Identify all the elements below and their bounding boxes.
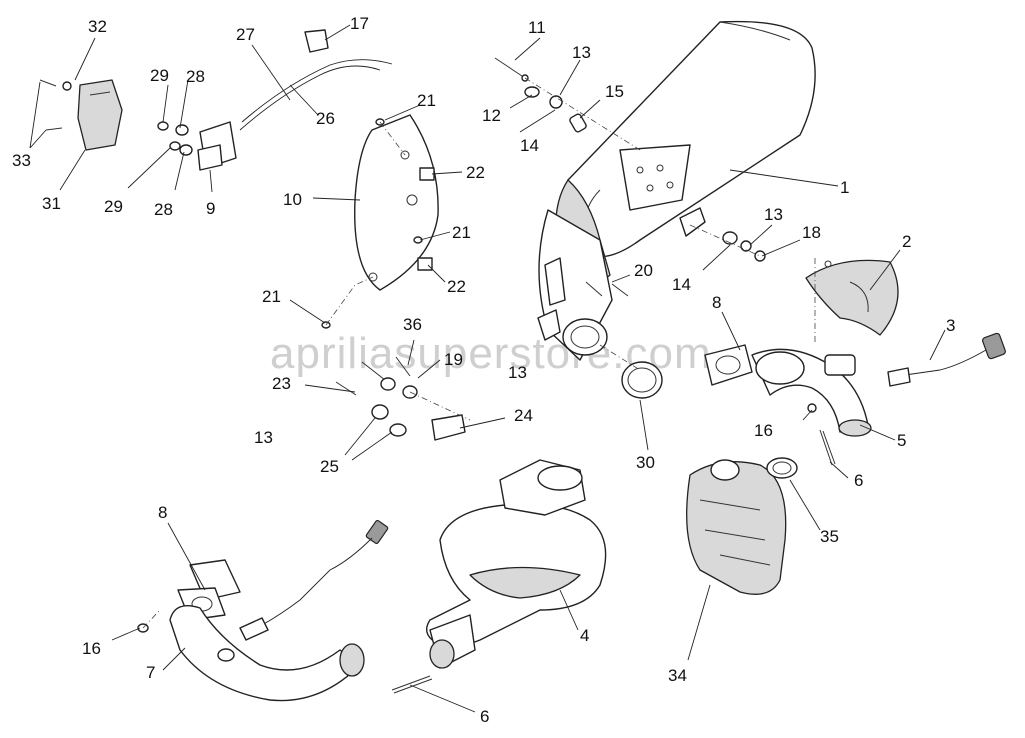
callout-13-right: 13: [764, 205, 783, 224]
callout-25: 25: [320, 457, 339, 476]
callout-33: 33: [12, 151, 31, 170]
callout-13-mid: 13: [508, 363, 527, 382]
callout-22-top: 22: [466, 163, 485, 182]
callout-leaders: [29, 24, 946, 713]
assembly-lines: [142, 77, 816, 629]
part-heat-shield-rear: [805, 259, 899, 336]
callout-labels: 1 2 3 4 5 6 6 7 8 8 9 10 11 12 13 13 13 …: [12, 14, 955, 726]
part-clip-upper: [419, 167, 435, 181]
callout-31: 31: [42, 194, 61, 213]
callout-23: 23: [272, 374, 291, 393]
callout-8-front: 8: [158, 503, 167, 522]
callout-28-bottom: 28: [154, 200, 173, 219]
callout-21-top: 21: [417, 91, 436, 110]
callout-13-top: 13: [572, 43, 591, 62]
callout-22-bottom: 22: [447, 277, 466, 296]
part-catalyst-box: [686, 459, 787, 595]
callout-36: 36: [403, 315, 422, 334]
callout-8-rear: 8: [712, 293, 721, 312]
callout-13-left: 13: [254, 428, 273, 447]
callout-21-bottom: 21: [262, 287, 281, 306]
callout-16-front: 16: [82, 639, 101, 658]
callout-4: 4: [580, 626, 589, 645]
part-valve-cover: [77, 79, 123, 151]
callout-2: 2: [902, 232, 911, 251]
callout-11: 11: [528, 18, 546, 37]
callout-6-front: 6: [480, 707, 489, 726]
callout-30: 30: [636, 453, 655, 472]
callout-15: 15: [605, 82, 624, 101]
callout-28-top: 28: [186, 67, 205, 86]
callout-18: 18: [802, 223, 821, 242]
callout-9: 9: [206, 199, 215, 218]
callout-20: 20: [634, 261, 653, 280]
callout-29-bottom: 29: [104, 197, 123, 216]
part-valve-actuator: [197, 121, 237, 171]
callout-17: 17: [350, 14, 369, 33]
callout-3: 3: [946, 316, 955, 335]
callout-26: 26: [316, 109, 335, 128]
callout-1: 1: [840, 178, 849, 197]
part-spring-front: [391, 675, 433, 694]
callout-32: 32: [88, 17, 107, 36]
part-lambda-sensor-rear: [887, 332, 1006, 387]
callout-14-top: 14: [520, 136, 539, 155]
callout-24: 24: [514, 406, 533, 425]
callout-19: 19: [444, 350, 463, 369]
part-silencer: [537, 20, 816, 361]
part-gasket-rear: [704, 344, 753, 386]
callout-7: 7: [146, 663, 155, 682]
callout-29-top: 29: [150, 66, 169, 85]
part-lambda-sensor-front: [239, 519, 389, 641]
part-link-pipe: [751, 348, 872, 437]
callout-10: 10: [283, 190, 302, 209]
callout-16-rear: 16: [754, 421, 773, 440]
callout-12: 12: [482, 106, 501, 125]
part-control-cables: [239, 29, 393, 131]
part-collector: [426, 459, 607, 669]
callout-14-right: 14: [672, 275, 691, 294]
callout-27: 27: [236, 25, 255, 44]
part-clamp: [766, 457, 798, 479]
part-clip-lower: [417, 257, 433, 271]
callout-34: 34: [668, 666, 687, 685]
callout-5: 5: [897, 431, 906, 450]
callout-6-rear: 6: [854, 471, 863, 490]
part-front-header: [169, 605, 365, 702]
part-spring-rear: [819, 429, 836, 466]
callout-35: 35: [820, 527, 839, 546]
callout-21-mid: 21: [452, 223, 471, 242]
